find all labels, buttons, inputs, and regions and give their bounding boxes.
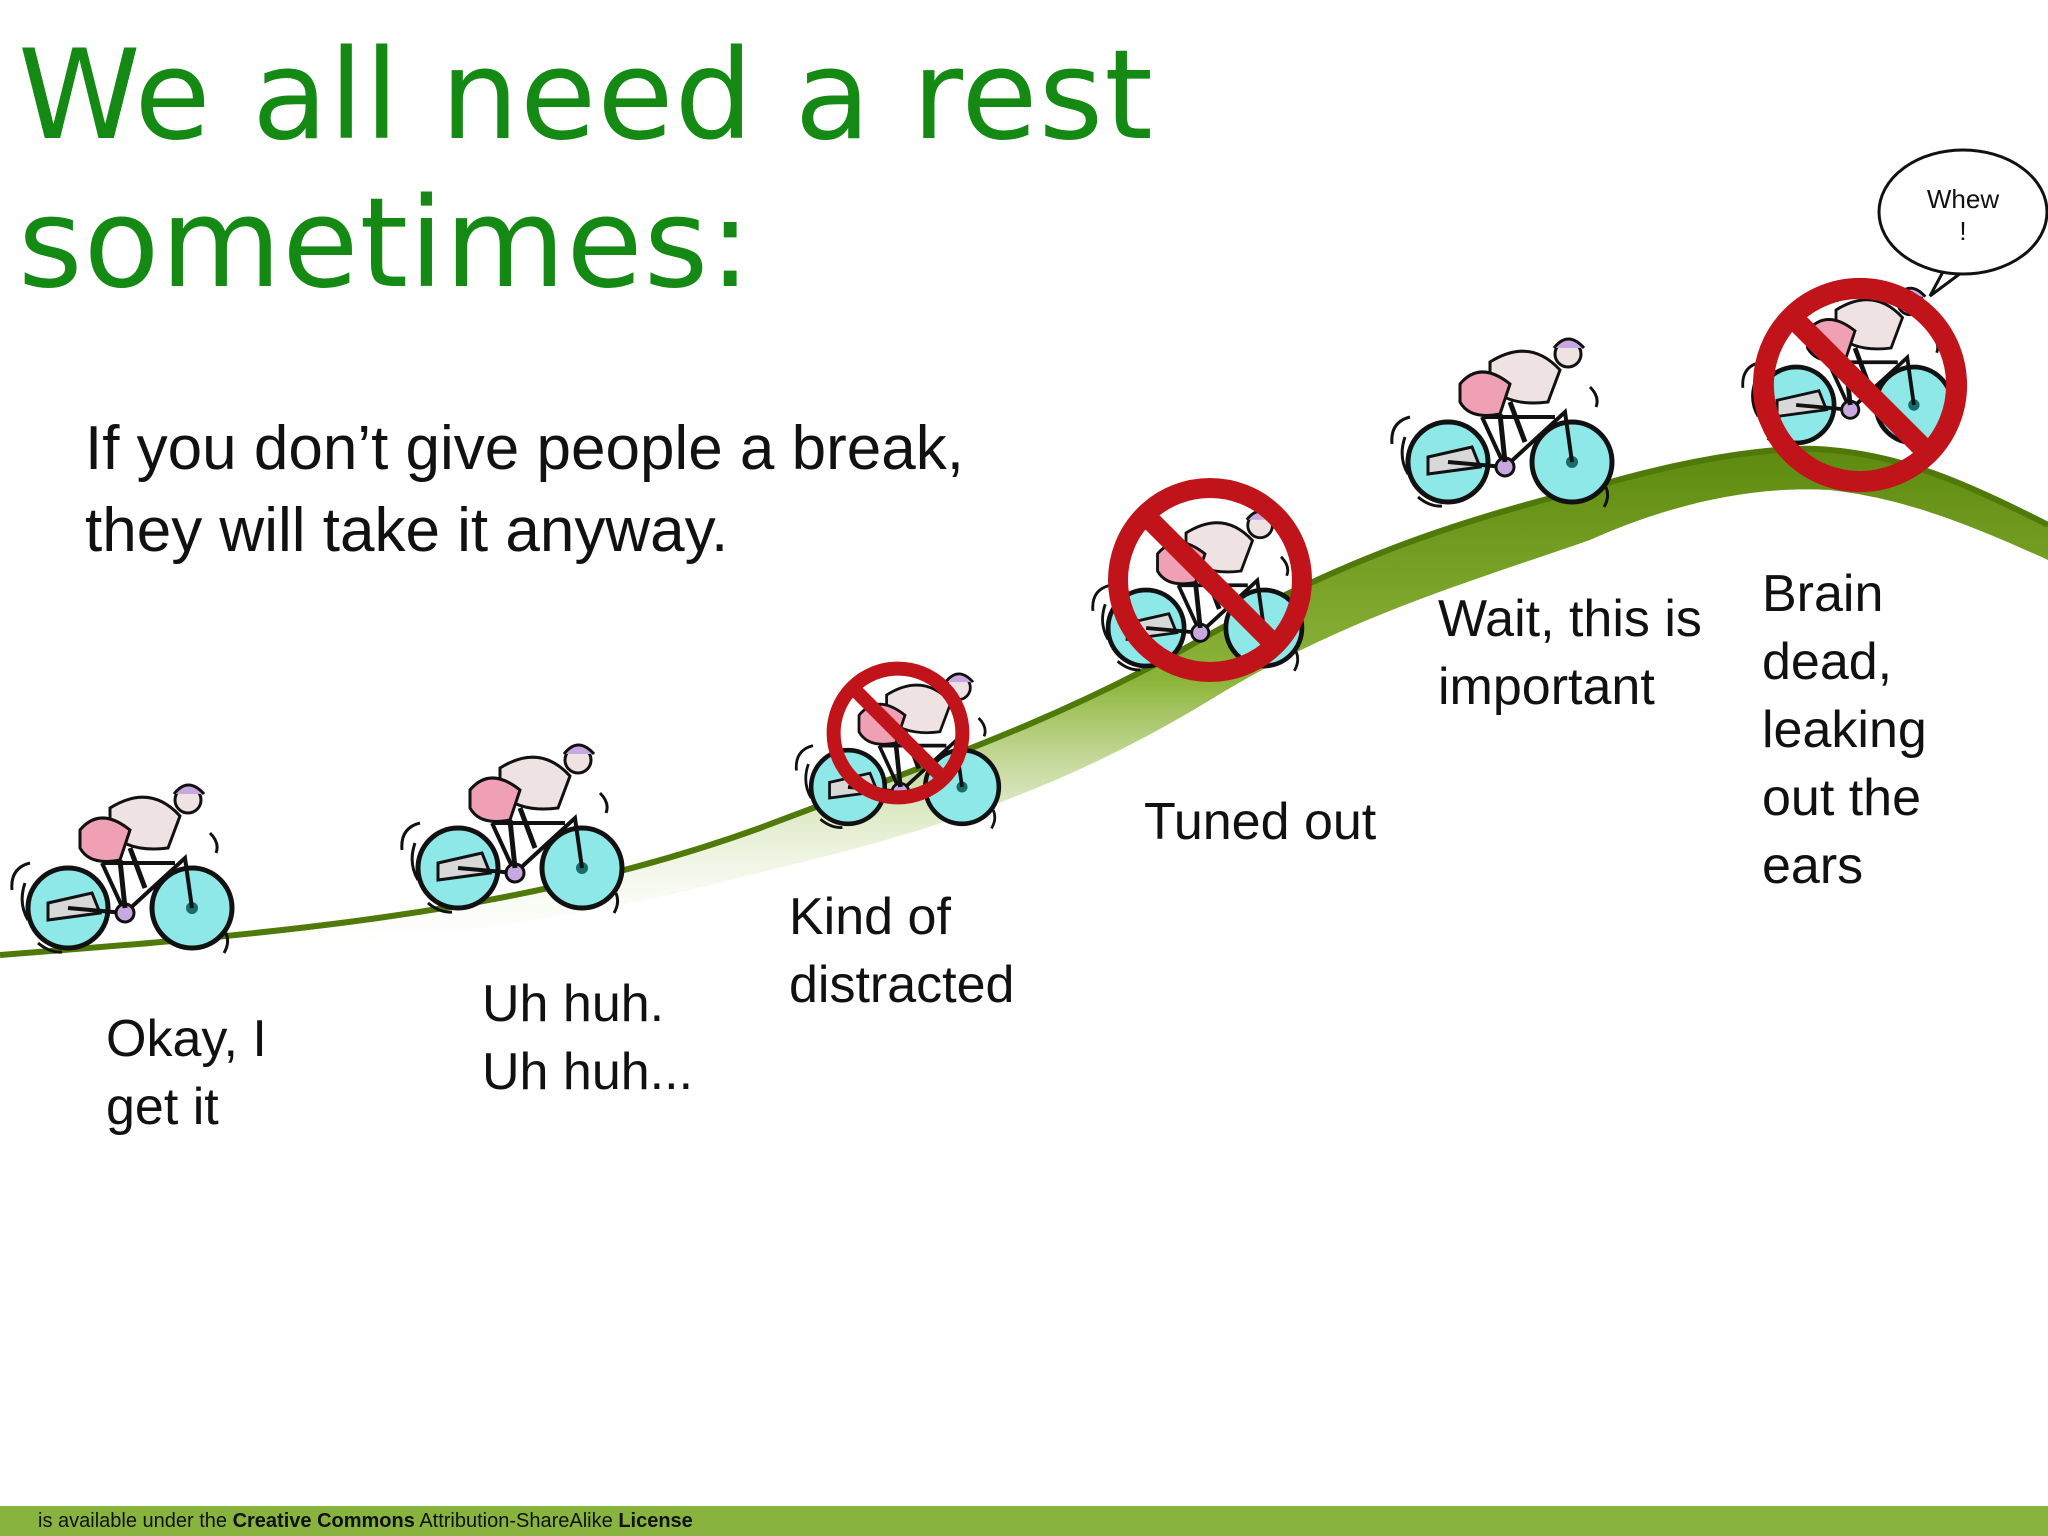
stage-label-6-line-1: Brain — [1762, 565, 1884, 623]
slide-title: We all need a rest sometimes: — [18, 22, 1154, 318]
stage-label-2-line-2: Uh huh... — [482, 1043, 694, 1101]
license-text-1: is available under the — [38, 1510, 228, 1532]
stage-label-6-line-3: leaking — [1762, 701, 1927, 759]
license-text-2: Attribution-ShareAlike — [419, 1510, 613, 1532]
stage-label-6-line-4: out the — [1762, 769, 1922, 827]
cyclist-2 — [402, 745, 622, 913]
stage-label-1-line-1: Okay, I — [106, 1010, 267, 1068]
stage-label-4-line-1: Tuned out — [1144, 793, 1377, 851]
stage-label-4: Tuned out — [1144, 788, 1376, 856]
license-footer: is available under the Creative Commons … — [0, 1506, 2048, 1536]
slide-subtitle: If you don’t give people a break, they w… — [85, 408, 964, 572]
stage-label-5-line-1: Wait, this is — [1438, 590, 1702, 648]
speech-bubble: Whew ! — [1877, 148, 2048, 298]
stage-label-1: Okay, I get it — [106, 1005, 267, 1141]
license-link-license[interactable]: License — [618, 1510, 693, 1532]
stage-label-2-line-1: Uh huh. — [482, 975, 665, 1033]
hill-shape — [0, 448, 2048, 965]
stage-label-5-line-2: important — [1438, 658, 1655, 716]
slide-subtitle-line-1: If you don’t give people a break, — [85, 414, 964, 483]
license-link-creative-commons[interactable]: Creative Commons — [232, 1510, 415, 1532]
stage-label-6-line-5: ears — [1762, 837, 1864, 895]
stage-label-1-line-2: get it — [106, 1078, 219, 1136]
slide-title-line-2: sometimes: — [18, 172, 753, 316]
stage-label-2: Uh huh. Uh huh... — [482, 970, 693, 1106]
hill-edge — [0, 445, 2048, 958]
speech-bubble-line-2: ! — [1959, 216, 1966, 246]
stage-label-3: Kind of distracted — [789, 883, 1014, 1019]
slide-subtitle-line-2: they will take it anyway. — [85, 496, 729, 565]
speech-bubble-line-1: Whew — [1927, 184, 1999, 214]
cyclist-5 — [1392, 339, 1612, 507]
stage-label-5: Wait, this is important — [1438, 585, 1702, 721]
stage-label-6: Brain dead, leaking out the ears — [1762, 560, 1927, 900]
slide-title-line-1: We all need a rest — [18, 24, 1154, 168]
stage-label-6-line-2: dead, — [1762, 633, 1893, 691]
stage-label-3-line-2: distracted — [789, 956, 1015, 1014]
cyclist-1 — [12, 785, 232, 953]
stage-label-3-line-1: Kind of — [789, 888, 951, 946]
